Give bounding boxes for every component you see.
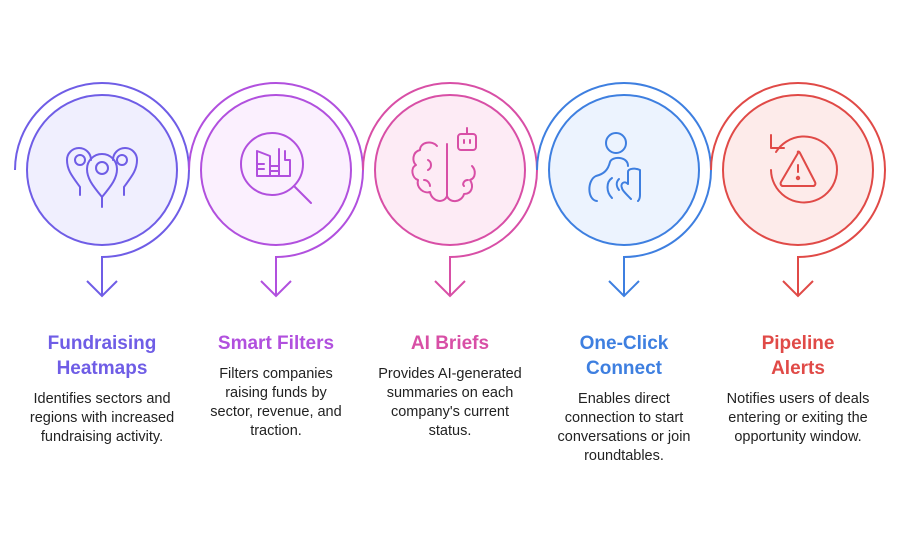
step-title: Pipeline Alerts [761, 333, 835, 379]
step-description: Notifies users of deals entering or exit… [726, 391, 870, 445]
touch-connect-icon [588, 132, 641, 202]
step-circle [548, 94, 700, 246]
step-5-text: Pipeline Alerts Notifies users of deals … [713, 331, 883, 447]
step-description: Enables direct connection to start conve… [557, 391, 691, 464]
step-description: Filters companies raising funds by secto… [210, 366, 342, 439]
arrow-down-icon [434, 280, 466, 298]
step-5-graphic [710, 82, 886, 298]
search-filter-icon [240, 132, 312, 204]
step-description: Identifies sectors and regions with incr… [29, 391, 175, 445]
step-1-text: Fundraising Heatmaps Identifies sectors … [17, 331, 187, 447]
alert-refresh-icon [770, 134, 838, 204]
connector-arc [188, 82, 364, 296]
connector-arc [362, 82, 538, 296]
step-3-text: AI Briefs Provides AI-generated summarie… [365, 331, 535, 441]
arrow-down-icon [782, 280, 814, 298]
step-circle [26, 94, 178, 246]
step-title: Smart Filters [217, 333, 335, 354]
step-title: AI Briefs [410, 333, 490, 354]
step-title: Fundraising Heatmaps [47, 333, 157, 379]
step-title: One-Click Connect [579, 333, 669, 379]
map-pins-icon [66, 147, 138, 208]
step-4-text: One-Click Connect Enables direct connect… [539, 331, 709, 466]
brain-robot-icon [411, 127, 477, 202]
step-3-graphic [362, 82, 538, 298]
step-circle [374, 94, 526, 246]
connector-arc [536, 82, 712, 296]
arrow-down-icon [86, 280, 118, 298]
connector-arc [14, 82, 190, 296]
step-1-graphic [14, 82, 190, 298]
step-description: Provides AI-generated summaries on each … [378, 366, 522, 439]
step-2-graphic [188, 82, 364, 298]
step-4-graphic [536, 82, 712, 298]
connector-arc [710, 82, 886, 296]
arrow-down-icon [608, 280, 640, 298]
step-2-text: Smart Filters Filters companies raising … [191, 331, 361, 441]
arrow-down-icon [260, 280, 292, 298]
